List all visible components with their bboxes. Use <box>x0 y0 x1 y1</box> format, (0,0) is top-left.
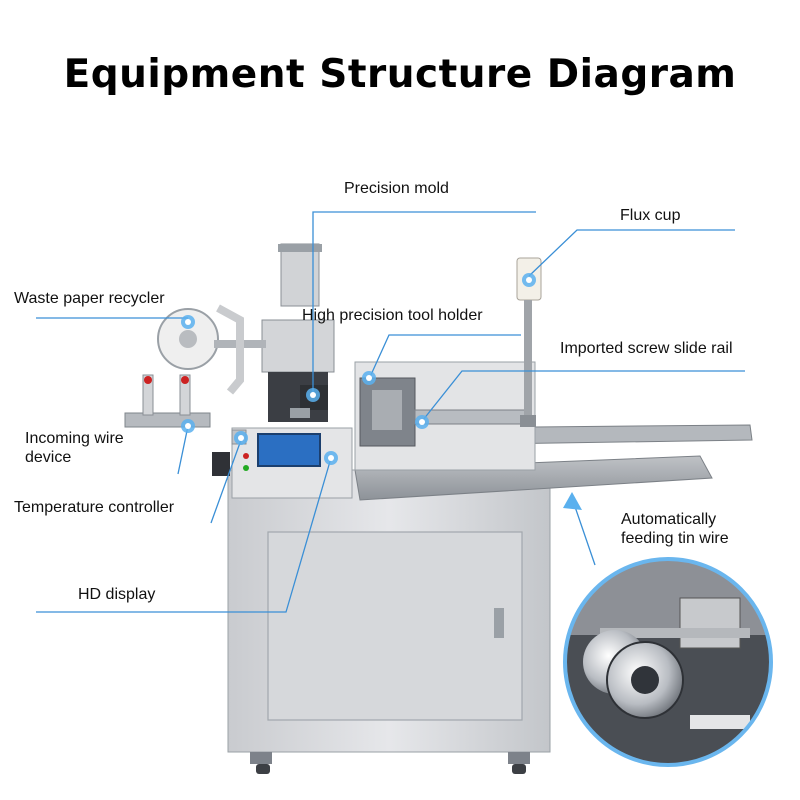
label-incoming-wire-device-line2: device <box>25 449 72 466</box>
incoming-wire-device <box>124 374 211 428</box>
label-tin-wire-line1: Automatically <box>621 511 717 528</box>
label-flux-cup: Flux cup <box>620 207 681 224</box>
machine-cabinet <box>227 469 551 774</box>
label-tin-wire-line2: feeding tin wire <box>621 530 729 547</box>
callout-line-flux-cup <box>528 229 735 277</box>
label-imported-screw-slide-rail: Imported screw slide rail <box>560 340 733 357</box>
callout-lines <box>36 211 745 613</box>
press-column <box>261 243 335 422</box>
label-high-precision-tool-holder: High precision tool holder <box>302 307 483 324</box>
label-waste-paper-recycler: Waste paper recycler <box>14 290 165 307</box>
callout-dots <box>181 273 582 510</box>
zoom-ring <box>563 557 773 767</box>
label-hd-display: HD display <box>78 586 156 603</box>
callout-line-precision-mold <box>312 211 536 395</box>
waste-paper-recycler <box>157 304 266 395</box>
callout-line-hd-display <box>36 457 332 613</box>
control-panel <box>212 427 353 499</box>
tin-wire-zoom <box>565 559 771 765</box>
tool-holder <box>359 377 526 447</box>
callout-line-incoming-wire <box>177 425 189 475</box>
callout-line-screw-slide-rail <box>422 370 745 421</box>
callout-line-tool-holder <box>369 334 521 378</box>
callout-arrow-tin-wire <box>563 492 582 510</box>
callout-line-temperature-controller <box>210 439 242 524</box>
label-precision-mold: Precision mold <box>344 180 449 197</box>
label-incoming-wire-device-line1: Incoming wire <box>25 430 124 447</box>
label-temperature-controller: Temperature controller <box>14 499 175 516</box>
diagram-title: Equipment Structure Diagram <box>63 52 737 97</box>
